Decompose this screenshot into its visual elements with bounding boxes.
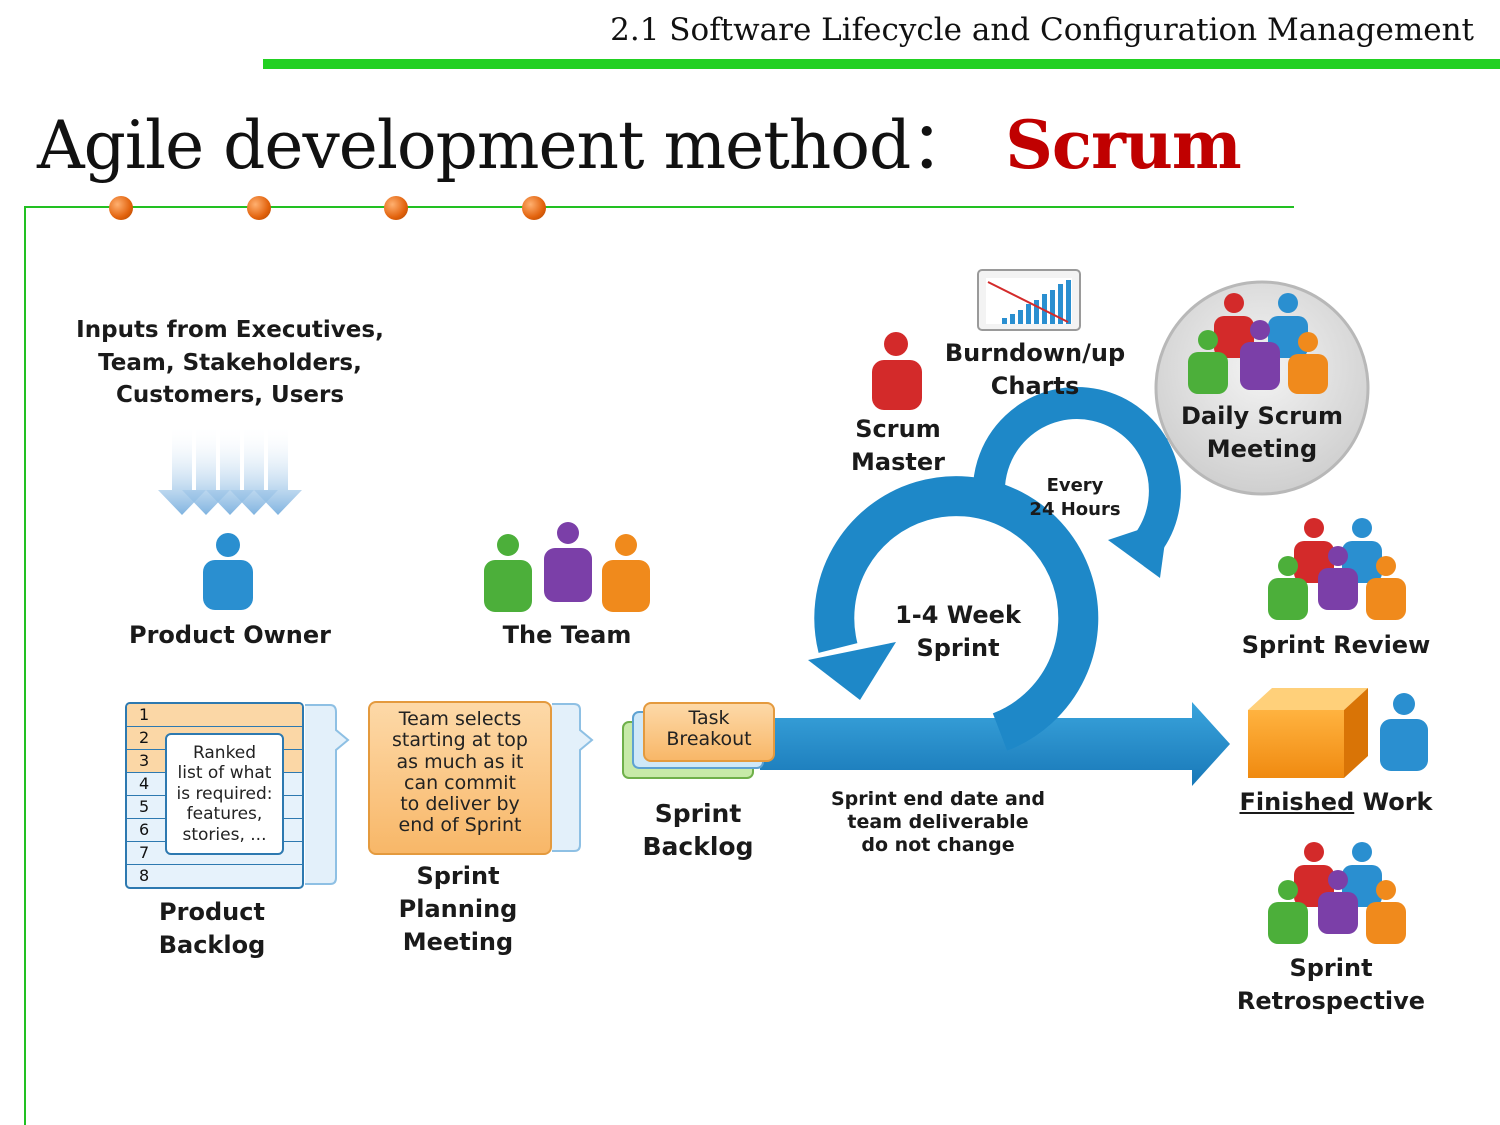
header-accent-bar — [263, 59, 1500, 69]
burndown-line-2: Charts — [990, 372, 1080, 401]
inputs-line-2: Team, Stakeholders, — [98, 349, 362, 376]
product-backlog-line-1: Product — [159, 898, 265, 926]
backlog-row: 7 — [127, 842, 302, 865]
product-owner-icon — [203, 533, 253, 610]
slide-title: Agile development method： Scrum — [37, 92, 1242, 188]
bullet-dot-2 — [247, 196, 271, 220]
ranked-list-note: Ranked list of what is required: feature… — [165, 733, 284, 855]
task-breakout-line-2: Breakout — [666, 728, 752, 751]
burndown-chart-icon — [977, 269, 1081, 331]
sprint-backlog-label: Sprint Backlog — [628, 797, 768, 863]
slide-title-main: Agile development method： — [37, 107, 976, 184]
burndown-line-1: Burndown/up — [944, 339, 1126, 367]
scrum-master-icon — [872, 332, 922, 410]
backlog-bracket — [305, 704, 350, 885]
inputs-line-1: Inputs from Executives, — [76, 317, 384, 343]
main-flow-arrow — [760, 702, 1230, 786]
sprint-end-note: Sprint end date and team deliverable do … — [818, 788, 1058, 856]
sprint-end-line-1: Sprint end date and — [831, 788, 1045, 810]
planning-note-line: end of Sprint — [398, 814, 522, 837]
sprint-planning-line-1: Sprint — [416, 862, 500, 890]
ranked-note-line: Ranked — [192, 743, 257, 763]
the-team-label: The Team — [502, 621, 632, 649]
burndown-label: Burndown/up Charts — [940, 337, 1130, 403]
sprint-cycle-line-2: Sprint — [916, 634, 1000, 663]
scrum-master-line-1: Scrum — [855, 415, 941, 443]
finished-word: Finished — [1239, 788, 1355, 816]
sprint-retrospective-group-icon — [1268, 842, 1406, 944]
sprint-retrospective-label: Sprint Retrospective — [1226, 952, 1436, 1018]
sprint-backlog-line-1: Sprint — [654, 799, 742, 828]
product-owner-label: Product Owner — [128, 621, 331, 649]
inputs-label: Inputs from Executives, Team, Stakeholde… — [70, 314, 390, 412]
sprint-review-label: Sprint Review — [1241, 631, 1431, 659]
planning-bracket — [552, 703, 594, 852]
sprint-retro-line-1: Sprint — [1289, 954, 1373, 982]
bullet-dot-3 — [384, 196, 408, 220]
daily-scrum-line-1: Daily Scrum — [1180, 402, 1343, 430]
every-24-line-1: Every — [1046, 475, 1104, 496]
frame-left-line — [24, 206, 26, 1125]
sprint-review-group-icon — [1268, 518, 1406, 620]
every-24-line-2: 24 Hours — [1029, 499, 1121, 521]
finished-work-label: Finished Work — [1236, 787, 1436, 817]
ranked-note-line: list of what — [177, 763, 272, 784]
sprint-backlog-line-2: Backlog — [642, 832, 754, 861]
bullet-dot-4 — [522, 196, 546, 220]
ranked-note-line: features, — [186, 804, 263, 825]
ranked-note-line: is required: — [176, 783, 273, 804]
backlog-row: 1 — [127, 704, 302, 727]
task-breakout-line-1: Task — [688, 707, 730, 729]
sprint-end-line-2: team deliverable — [847, 810, 1029, 833]
bullet-dot-1 — [109, 196, 133, 220]
product-backlog-label: Product Backlog — [132, 896, 292, 962]
product-backlog-line-2: Backlog — [158, 931, 266, 960]
sprint-planning-line-2: Planning — [398, 895, 518, 924]
every-24-hours-label: Every 24 Hours — [1020, 474, 1130, 523]
ranked-note-line: stories, ... — [182, 824, 267, 845]
frame-top-line — [24, 206, 1294, 208]
sprint-planning-line-3: Meeting — [402, 928, 514, 957]
planning-note-line: as much as it — [396, 750, 524, 773]
sprint-planning-note: Team selects starting at top as much as … — [368, 701, 552, 855]
daily-scrum-label: Daily Scrum Meeting — [1172, 400, 1352, 466]
planning-note-line: starting at top — [392, 729, 528, 752]
input-arrows-icon — [158, 425, 302, 515]
sprint-retro-line-2: Retrospective — [1236, 987, 1426, 1016]
sprint-cycle-label: 1-4 Week Sprint — [883, 599, 1033, 665]
scrum-master-label: Scrum Master — [838, 413, 958, 479]
inputs-line-3: Customers, Users — [115, 382, 345, 409]
sprint-cycle-line-1: 1-4 Week — [895, 601, 1021, 629]
planning-note-line: can commit — [404, 771, 516, 794]
daily-scrum-group-icon — [1188, 293, 1328, 394]
sprint-cycle-arrow — [808, 476, 1099, 751]
daily-scrum-line-2: Meeting — [1206, 435, 1318, 464]
slide-title-accent: Scrum — [1005, 106, 1241, 184]
planning-note-line: to deliver by — [400, 793, 520, 816]
task-breakout-card: Task Breakout — [643, 702, 775, 762]
sprint-end-line-3: do not change — [861, 833, 1015, 856]
finished-work-cube-icon — [1248, 688, 1368, 778]
planning-note-line: Team selects — [398, 708, 522, 730]
work-word: Work — [1354, 788, 1433, 816]
sprint-planning-label: Sprint Planning Meeting — [378, 860, 538, 959]
team-icon — [484, 522, 650, 612]
section-title: 2.1 Software Lifecycle and Configuration… — [610, 12, 1474, 48]
backlog-row: 8 — [139, 866, 150, 885]
finished-work-person-icon — [1380, 693, 1428, 771]
daily-cycle-arrow — [972, 387, 1181, 578]
scrum-master-line-2: Master — [851, 448, 945, 477]
